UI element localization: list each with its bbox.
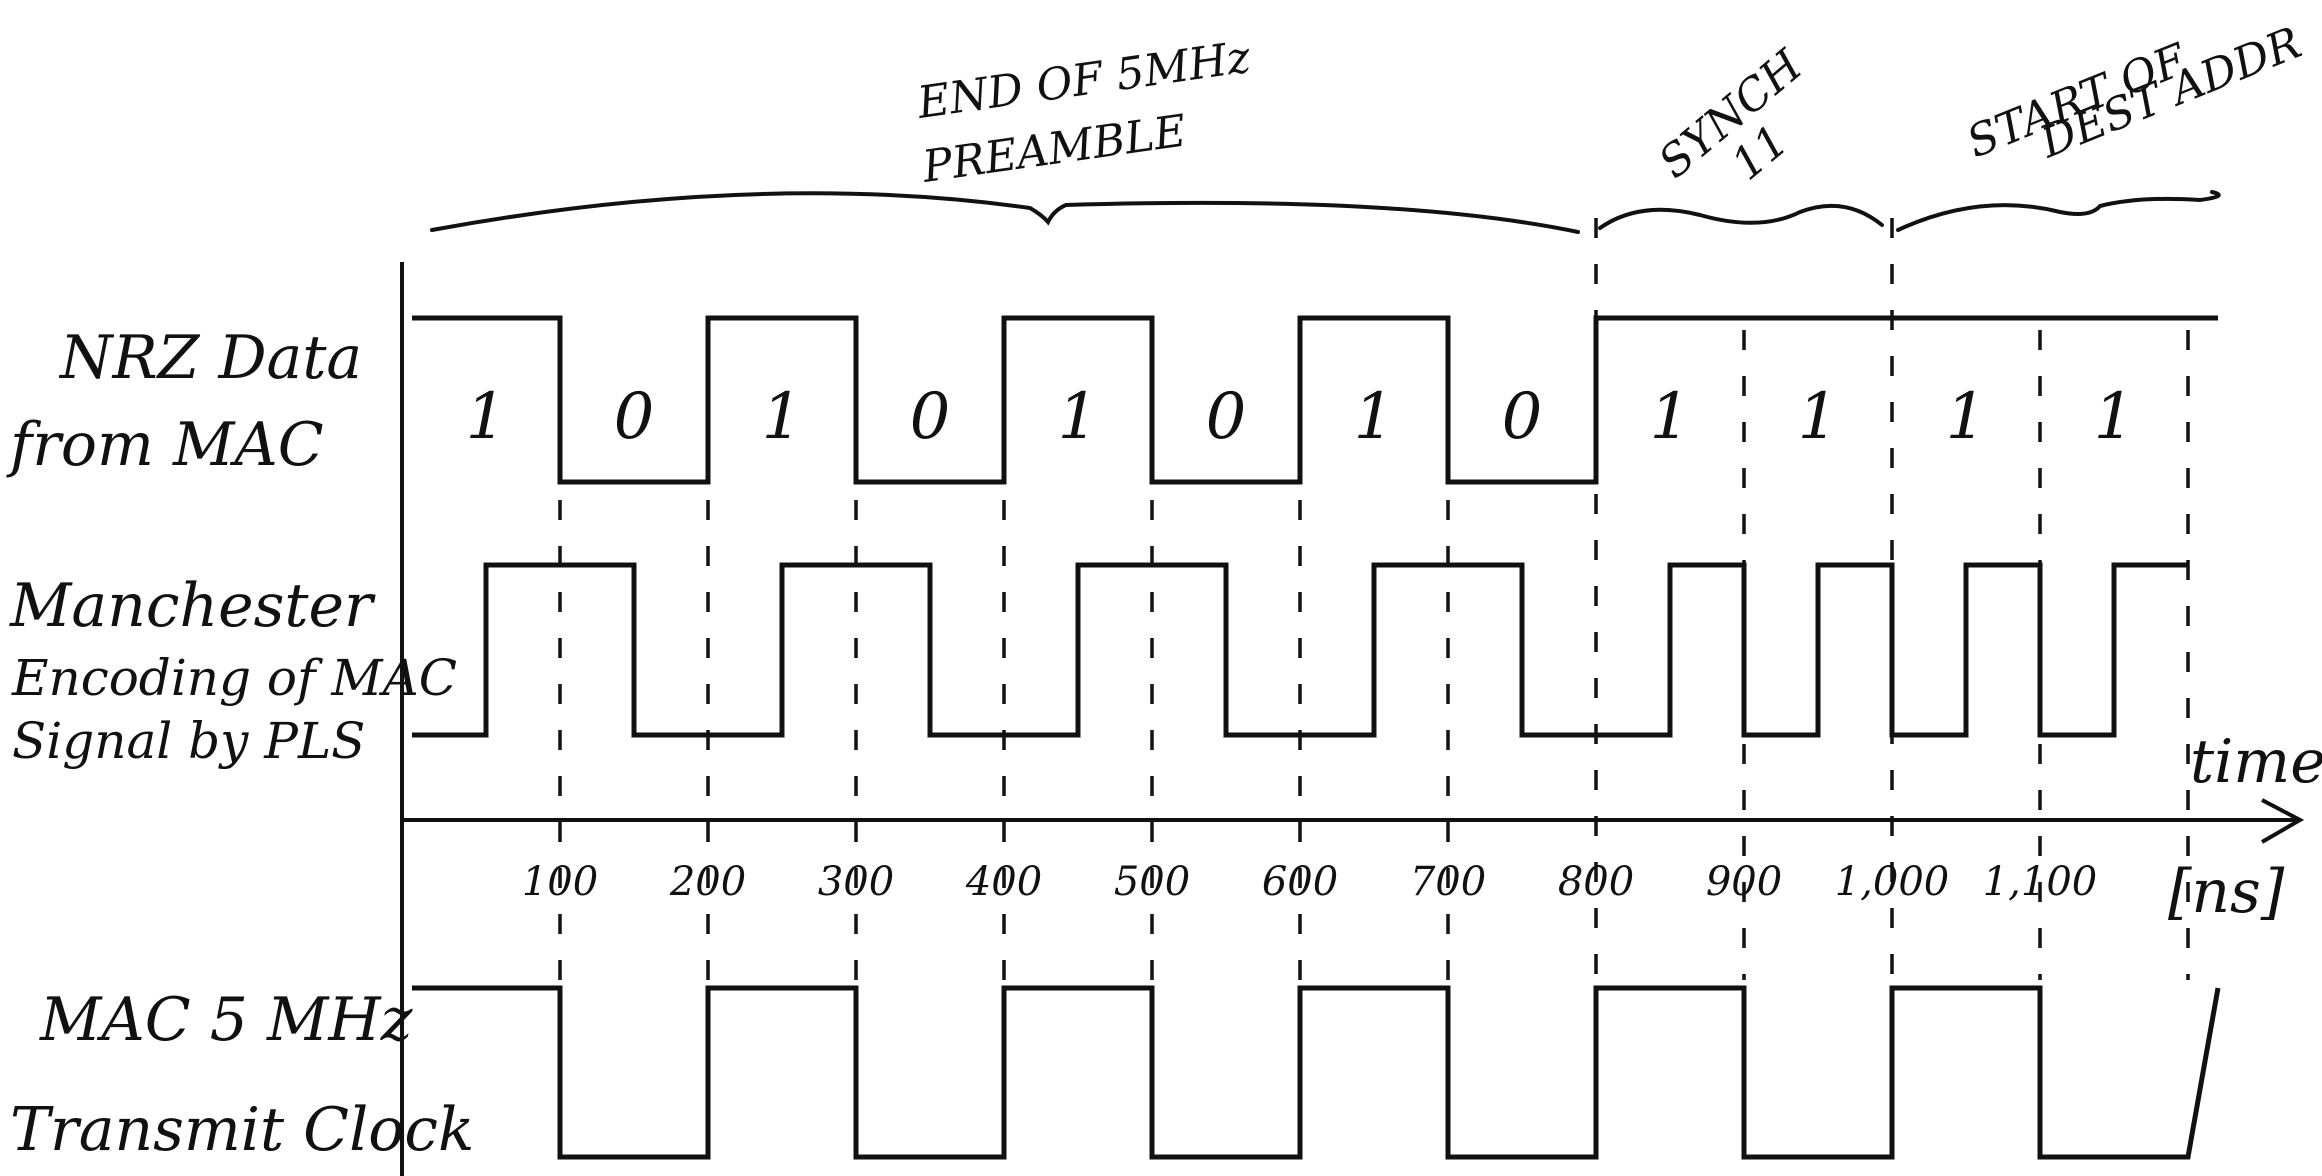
time-tick-label: 200 — [669, 859, 746, 905]
time-tick-label: 700 — [1410, 859, 1486, 905]
nrz-label-line-2: from MAC — [6, 410, 324, 480]
nrz-bit-labels: 1 0 1 0 1 0 1 0 1 1 1 1 — [466, 380, 2135, 454]
time-tick-label: 1,100 — [1983, 859, 2098, 905]
nrz-bit-label: 0 — [1206, 380, 1247, 454]
manchester-label: Manchester Encoding of MAC Signal by PLS — [9, 571, 457, 770]
manchester-label-line-2: Encoding of MAC — [11, 649, 457, 707]
time-tick-label: 500 — [1114, 859, 1190, 905]
nrz-bit-label: 1 — [466, 380, 507, 454]
nrz-bit-label: 0 — [1502, 380, 1543, 454]
clock-label-line-2: Transmit Clock — [10, 1095, 474, 1165]
time-tick-label: 800 — [1558, 859, 1634, 905]
nrz-bit-label: 1 — [1798, 380, 1839, 454]
nrz-bit-label: 1 — [1058, 380, 1099, 454]
time-tick-label: 600 — [1262, 859, 1338, 905]
clock-label-line-1: MAC 5 MHz — [39, 985, 413, 1055]
synch-annotation: SYNCH 11 — [1598, 39, 1884, 230]
nrz-bit-label: 1 — [1354, 380, 1395, 454]
time-tick-labels: 100 200 300 400 500 600 700 800 900 1,000 1,100 — [522, 859, 2097, 905]
synch-title-line-1: SYNCH — [1649, 39, 1813, 188]
manchester-label-line-3: Signal by PLS — [12, 712, 365, 770]
nrz-waveform — [412, 315, 2218, 485]
nrz-bit-label: 1 — [762, 380, 803, 454]
clock-trace — [412, 985, 2221, 1160]
nrz-bit-label: 0 — [614, 380, 655, 454]
nrz-bit-label: 1 — [2094, 380, 2135, 454]
nrz-bit-label: 0 — [910, 380, 951, 454]
preamble-title-line-1: END OF 5MHz — [913, 32, 1254, 129]
time-axis-label: time — [2190, 727, 2322, 797]
nrz-bit-label: 1 — [1946, 380, 1987, 454]
preamble-annotation: END OF 5MHz PREAMBLE — [430, 32, 1580, 234]
nrz-bit-label: 1 — [1650, 380, 1691, 454]
time-tick-label: 900 — [1706, 859, 1782, 905]
time-tick-label: 1,000 — [1835, 859, 1950, 905]
manchester-waveform — [412, 562, 2188, 738]
clock-label: MAC 5 MHz Transmit Clock — [10, 985, 474, 1165]
synch-brace — [1598, 203, 1884, 230]
time-tick-label: 400 — [965, 859, 1042, 905]
nrz-label-line-1: NRZ Data — [58, 323, 362, 393]
manchester-trace — [412, 562, 2188, 738]
preamble-brace — [430, 191, 1580, 234]
dest-brace — [1896, 190, 2221, 232]
clock-waveform — [412, 985, 2221, 1160]
dest-annotation: START OF DEST ADDR — [1896, 17, 2308, 232]
time-axis — [402, 798, 2305, 844]
time-tick-label: 300 — [818, 859, 894, 905]
time-tick-label: 100 — [522, 859, 598, 905]
nrz-label: NRZ Data from MAC — [6, 323, 362, 480]
time-axis-unit: [ns] — [2168, 857, 2285, 927]
manchester-label-line-1: Manchester — [9, 571, 376, 641]
nrz-trace — [412, 315, 2218, 485]
